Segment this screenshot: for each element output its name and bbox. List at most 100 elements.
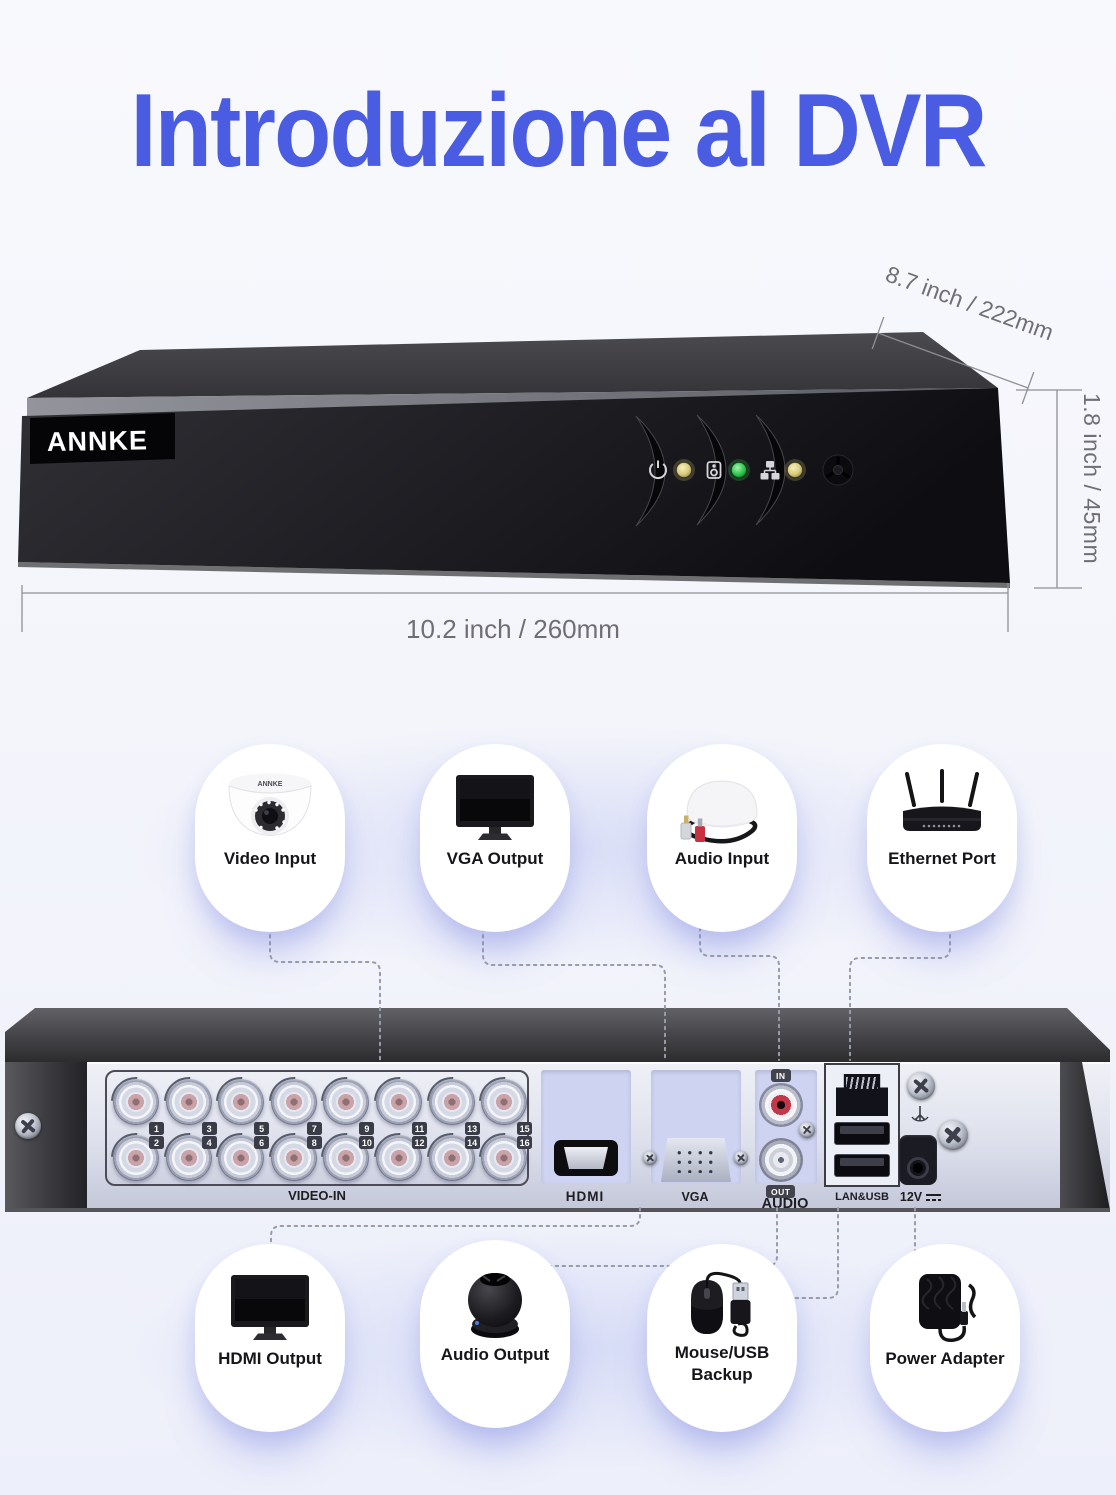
callout-label: HDMI Output xyxy=(218,1349,322,1368)
bnc-connector xyxy=(113,1079,159,1125)
callout-power-adapter: Power Adapter xyxy=(870,1244,1020,1432)
audio-out-port xyxy=(759,1138,803,1182)
vga-screw-left xyxy=(643,1151,657,1165)
ground-screw xyxy=(907,1072,935,1100)
side-screw xyxy=(938,1120,968,1150)
page-title: Introduzione al DVR xyxy=(130,72,988,189)
callout-mouse-usb-backup: Mouse/USB Backup xyxy=(647,1244,797,1432)
monitor-icon xyxy=(456,775,534,840)
bnc-port-number: 6 xyxy=(254,1136,270,1149)
panel-screw xyxy=(15,1113,41,1139)
dvr-bottom-edge xyxy=(18,562,1010,588)
bnc-connector xyxy=(376,1079,422,1125)
dvr-rear-top-face xyxy=(5,1008,1110,1062)
bnc-connector xyxy=(428,1079,475,1125)
front-panel-indicators xyxy=(635,414,854,527)
callout-ethernet-port: Ethernet Port xyxy=(867,744,1017,932)
brand-logo-plate xyxy=(30,413,175,464)
video-in-label: VIDEO-IN xyxy=(288,1188,346,1203)
brand-logo: ANNKE xyxy=(46,425,149,458)
bnc-port-number: 13 xyxy=(464,1122,480,1135)
depth-dimension-line xyxy=(877,332,1029,389)
dimension-lines xyxy=(21,316,1082,632)
callout-hdmi-output: HDMI Output xyxy=(195,1244,345,1432)
panel-crescent xyxy=(696,414,727,526)
ground-symbol-icon xyxy=(911,1106,929,1122)
bnc-port-number: 1 xyxy=(149,1122,164,1135)
rear-left-cap xyxy=(5,1062,87,1210)
callout-label: Audio Input xyxy=(674,849,770,868)
callout-vga-output: VGA Output xyxy=(420,744,570,932)
vga-screw-right xyxy=(734,1151,748,1165)
height-dimension-label: 1.8 inch / 45mm xyxy=(1079,393,1105,565)
bnc-port-number: 5 xyxy=(254,1122,270,1135)
hdd-icon xyxy=(706,461,722,479)
dome-camera-icon: ANNKE xyxy=(228,773,312,836)
usb-port xyxy=(834,1122,890,1145)
callout-label: Ethernet Port xyxy=(888,849,996,868)
power-led xyxy=(676,462,692,478)
bnc-port-number: 14 xyxy=(464,1136,480,1149)
bnc-port-number: 4 xyxy=(201,1136,217,1149)
monitor-icon xyxy=(231,1275,309,1340)
vga-label: VGA xyxy=(681,1190,709,1204)
camera-brand-text: ANNKE xyxy=(258,781,283,788)
callout-label: VGA Output xyxy=(446,849,544,868)
bnc-port-number: 15 xyxy=(517,1122,533,1135)
audio-out-badge: OUT xyxy=(766,1185,796,1198)
audio-screw xyxy=(799,1122,815,1138)
bnc-connector xyxy=(165,1079,212,1125)
microphone-icon xyxy=(680,780,758,844)
ethernet-rj45-port xyxy=(836,1074,888,1116)
bnc-port-number: 8 xyxy=(306,1136,322,1149)
dvr-front-body xyxy=(18,332,1010,588)
network-led xyxy=(787,462,803,478)
bnc-connector xyxy=(481,1079,528,1125)
bnc-connector xyxy=(323,1079,370,1125)
hdmi-label: HDMI xyxy=(565,1189,605,1204)
dvr-front-illustration xyxy=(18,316,1082,632)
bnc-port-number: 16 xyxy=(517,1136,533,1149)
panel-crescent xyxy=(755,414,786,526)
power-icon xyxy=(649,460,667,479)
dc-power-jack xyxy=(899,1135,937,1185)
audio-in-badge: IN xyxy=(771,1069,791,1082)
power-adapter-icon xyxy=(919,1274,977,1343)
usb-port xyxy=(834,1154,890,1177)
speaker-icon xyxy=(468,1273,522,1338)
network-icon xyxy=(760,461,780,480)
callout-label: Video Input xyxy=(223,849,317,868)
mouse-icon xyxy=(691,1271,751,1337)
bnc-port-number: 10 xyxy=(359,1136,375,1149)
router-icon xyxy=(903,769,981,831)
callout-label: Mouse/USB Backup xyxy=(674,1343,770,1385)
bnc-port-number: 9 xyxy=(359,1122,375,1135)
dc-symbol-icon xyxy=(926,1193,942,1201)
bnc-connector xyxy=(218,1079,265,1125)
bnc-port-number: 3 xyxy=(201,1122,217,1135)
power-label: 12V xyxy=(885,1190,957,1204)
dvr-top-face xyxy=(27,332,998,398)
callout-audio-output: Audio Output xyxy=(420,1240,570,1428)
bnc-port-number: 2 xyxy=(149,1136,164,1149)
hdd-led xyxy=(731,462,747,478)
callout-video-input: ANNKE Video Input xyxy=(195,744,345,932)
panel-crescent xyxy=(635,415,666,527)
callout-label: Power Adapter xyxy=(885,1349,1005,1368)
bnc-port-number: 11 xyxy=(412,1122,427,1135)
bnc-port-number: 7 xyxy=(306,1122,322,1135)
lan-usb-label: LAN&USB xyxy=(835,1191,889,1203)
ir-receiver xyxy=(822,454,854,486)
bnc-connector xyxy=(270,1079,317,1125)
dvr-front-face xyxy=(18,388,1010,583)
callout-audio-input: Audio Input xyxy=(647,744,797,932)
bnc-port-number: 12 xyxy=(412,1136,427,1149)
hdmi-port xyxy=(554,1140,618,1176)
vga-port xyxy=(661,1138,731,1182)
width-dimension-label: 10.2 inch / 260mm xyxy=(406,614,620,644)
audio-in-port xyxy=(759,1083,803,1127)
callout-label: Audio Output xyxy=(440,1345,550,1364)
